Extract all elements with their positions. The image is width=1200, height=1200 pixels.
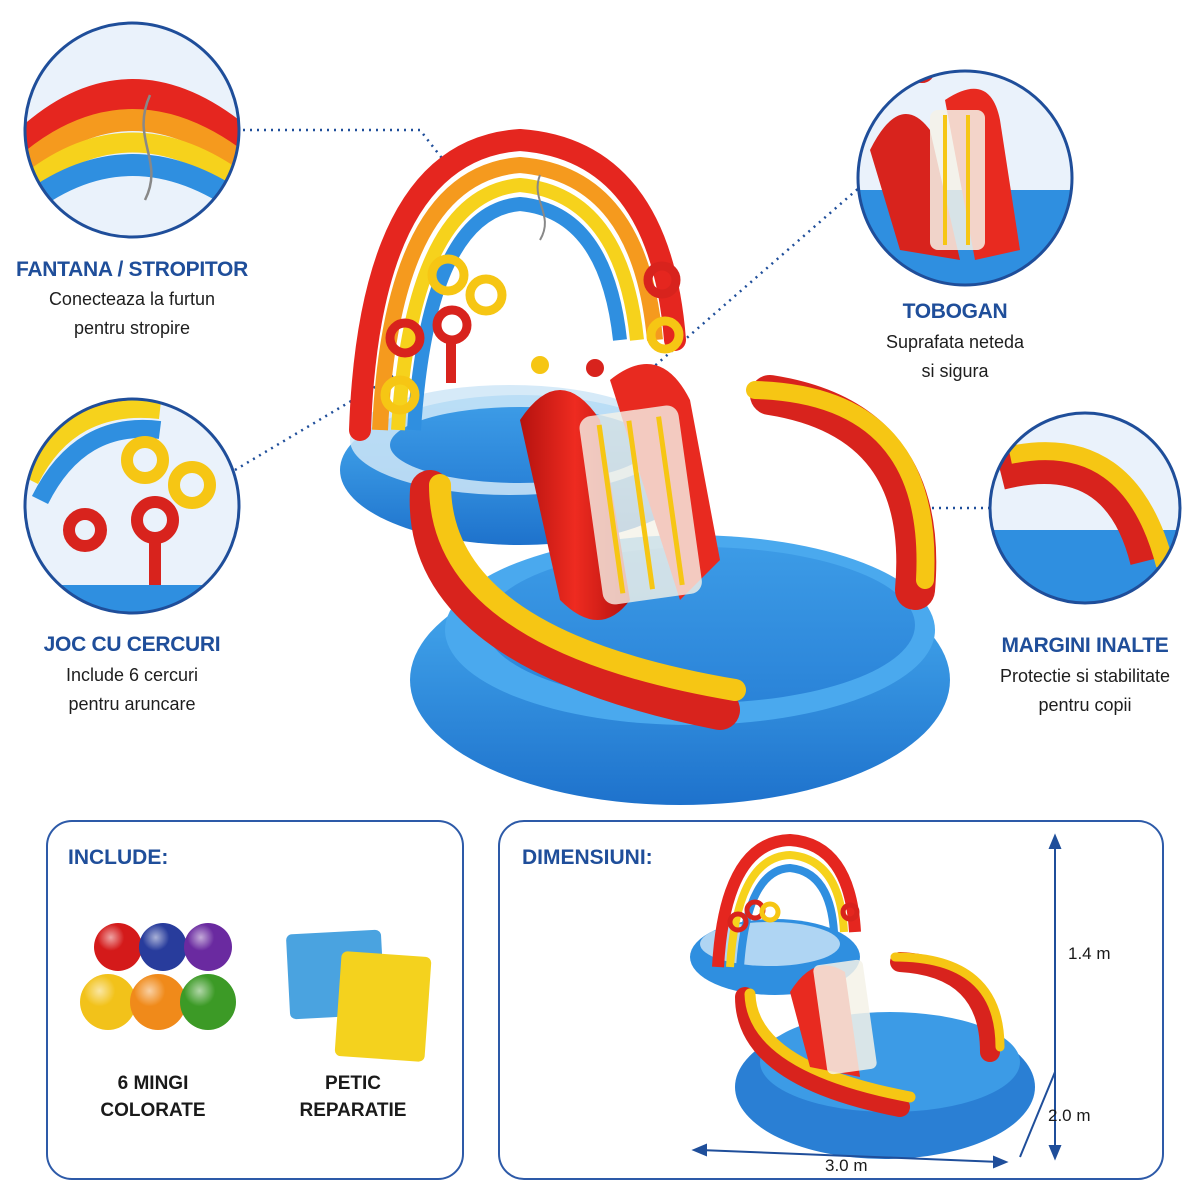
dimensions-illustration [690, 833, 1062, 1169]
feature-slide-line1: Suprafata neteda [885, 332, 1025, 352]
feature-rings-desc: Include 6 cercuri pentru aruncare [22, 661, 242, 719]
feature-fountain-line2: pentru stropire [73, 318, 191, 338]
detail-rings [23, 397, 241, 615]
patch-image [286, 929, 432, 1062]
depth-label: 2.0 m [1048, 1106, 1091, 1125]
feature-walls-line1: Protectie si stabilitate [999, 666, 1171, 686]
ball-shine [139, 923, 187, 971]
feature-walls-title: MARGINI INALTE [1001, 634, 1169, 657]
feature-walls-line2: pentru copii [1038, 695, 1132, 715]
detail-walls [988, 411, 1182, 605]
ball-shine [94, 923, 142, 971]
width-label: 3.0 m [825, 1156, 868, 1175]
dimensions-title: DIMENSIUNI: [522, 846, 653, 869]
include-panel: INCLUDE: 6 MINGI COLORATE PETIC REPARATI… [46, 820, 464, 1180]
patch-label-line1: PETIC [325, 1073, 381, 1094]
balls-label-line2: COLORATE [100, 1100, 206, 1121]
detail-fountain [23, 21, 241, 239]
ball-shine [80, 974, 136, 1030]
ball-shine [130, 974, 186, 1030]
patch-yellow [334, 951, 432, 1062]
dimensions-panel: DIMENSIUNI: 1.4 m [498, 820, 1164, 1180]
feature-slide-desc: Suprafata neteda si sigura [845, 328, 1065, 386]
balls-image [80, 923, 236, 1030]
balls-label: 6 MINGI COLORATE [73, 1070, 233, 1124]
feature-fountain-desc: Conecteaza la furtun pentru stropire [12, 285, 252, 343]
balls-label-line1: 6 MINGI [117, 1073, 189, 1094]
pool-illustration [340, 128, 950, 805]
feature-walls-desc: Protectie si stabilitate pentru copii [975, 662, 1195, 720]
feature-rings-title: JOC CU CERCURI [43, 633, 221, 656]
patch-label: PETIC REPARATIE [273, 1070, 433, 1124]
feature-fountain-line1: Conecteaza la furtun [48, 289, 216, 309]
main-illustration [23, 21, 1182, 805]
feature-slide-title: TOBOGAN [902, 300, 1008, 323]
feature-fountain-title: FANTANA / STROPITOR [16, 258, 248, 281]
feature-rings-line2: pentru aruncare [68, 694, 196, 714]
feature-slide-line2: si sigura [921, 361, 989, 381]
feature-rings-line1: Include 6 cercuri [65, 665, 199, 685]
patch-label-line2: REPARATIE [299, 1100, 407, 1121]
height-label: 1.4 m [1068, 944, 1111, 963]
ball-shine [180, 974, 236, 1030]
ball-shine [184, 923, 232, 971]
detail-slide [856, 69, 1074, 287]
include-title: INCLUDE: [68, 846, 169, 869]
